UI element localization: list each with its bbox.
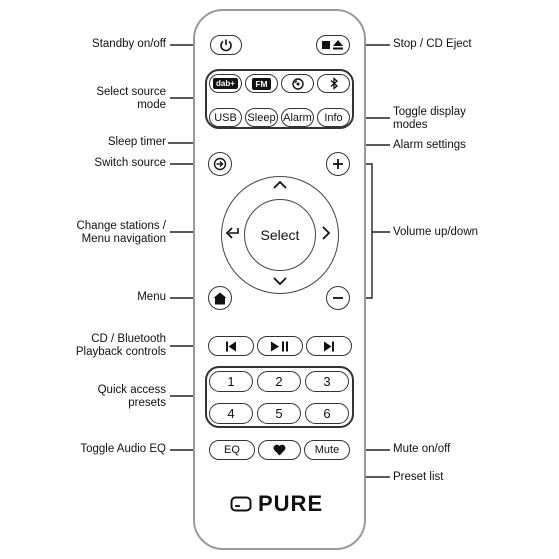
- eq-label: EQ: [224, 444, 240, 456]
- right-arrow-button[interactable]: [318, 224, 334, 242]
- chevron-down-icon: [273, 277, 287, 285]
- label-switch-source: Switch source: [94, 157, 166, 169]
- select-label: Select: [260, 227, 300, 243]
- sleep-label: Sleep: [247, 111, 276, 124]
- play-pause-icon: [271, 341, 288, 351]
- info-button[interactable]: Info: [317, 108, 350, 127]
- back-arrow-button[interactable]: [224, 224, 242, 242]
- cd-button[interactable]: [281, 74, 314, 93]
- back-icon: [226, 227, 239, 239]
- preset-6-button[interactable]: 6: [305, 403, 349, 424]
- skip-back-icon: [226, 341, 236, 351]
- preset-2-button[interactable]: 2: [257, 371, 301, 392]
- sleep-button[interactable]: Sleep: [245, 108, 278, 127]
- label-change-stations: Change stations /Menu navigation: [76, 220, 166, 245]
- cd-icon: [291, 77, 304, 90]
- volume-up-button[interactable]: [326, 152, 350, 176]
- preset-label: 5: [275, 406, 283, 421]
- preset-label: 6: [323, 406, 331, 421]
- previous-track-button[interactable]: [208, 336, 254, 356]
- chevron-right-icon: [322, 226, 330, 240]
- power-icon: [220, 39, 232, 52]
- select-button[interactable]: Select: [244, 199, 316, 271]
- preset-1-button[interactable]: 1: [209, 371, 253, 392]
- preset-label: 2: [275, 374, 283, 389]
- label-volume: Volume up/down: [393, 226, 479, 238]
- pure-logo-icon: [230, 496, 252, 512]
- preset-label: 1: [227, 374, 235, 389]
- label-toggle-eq: Toggle Audio EQ: [80, 443, 166, 455]
- switch-source-icon: [213, 157, 227, 171]
- down-arrow-button[interactable]: [269, 274, 291, 288]
- switch-source-button[interactable]: [208, 152, 232, 176]
- preset-label: 4: [227, 406, 235, 421]
- heart-icon: [273, 444, 286, 456]
- usb-button[interactable]: USB: [209, 108, 242, 127]
- preset-4-button[interactable]: 4: [209, 403, 253, 424]
- usb-label: USB: [214, 111, 237, 124]
- alarm-label: Alarm: [283, 111, 312, 124]
- volume-down-button[interactable]: [326, 286, 350, 310]
- stop-eject-button[interactable]: [316, 35, 350, 55]
- label-mute: Mute on/off: [393, 443, 451, 455]
- mute-label: Mute: [314, 444, 340, 456]
- fm-logo: FM: [252, 77, 271, 90]
- preset-list-button[interactable]: [258, 440, 301, 460]
- home-icon: [213, 292, 227, 304]
- fm-button[interactable]: FM: [245, 74, 278, 93]
- dab-button[interactable]: dab+: [209, 74, 242, 93]
- plus-icon: [333, 159, 343, 169]
- bluetooth-button[interactable]: [317, 74, 350, 93]
- standby-button[interactable]: [210, 35, 242, 55]
- play-pause-button[interactable]: [257, 336, 303, 356]
- chevron-up-icon: [273, 181, 287, 189]
- up-arrow-button[interactable]: [269, 178, 291, 192]
- presets-button-group: [205, 366, 354, 428]
- next-track-button[interactable]: [306, 336, 352, 356]
- info-label: Info: [324, 111, 343, 124]
- menu-button[interactable]: [208, 286, 232, 310]
- preset-label: 3: [323, 374, 331, 389]
- pure-logo: PURE: [230, 491, 323, 517]
- mute-button[interactable]: Mute: [304, 440, 350, 460]
- label-menu: Menu: [137, 291, 166, 303]
- label-preset-list: Preset list: [393, 471, 444, 483]
- label-alarm-settings: Alarm settings: [393, 139, 466, 151]
- stop-eject-icon: [322, 40, 343, 50]
- brand-name: PURE: [258, 491, 324, 516]
- preset-5-button[interactable]: 5: [257, 403, 301, 424]
- minus-icon: [333, 297, 343, 299]
- label-sleep-timer: Sleep timer: [107, 136, 166, 148]
- skip-forward-icon: [324, 341, 334, 351]
- preset-3-button[interactable]: 3: [305, 371, 349, 392]
- label-standby: Standby on/off: [92, 38, 166, 50]
- dab-logo: dab+: [213, 78, 238, 89]
- eq-button[interactable]: EQ: [209, 440, 255, 460]
- source-button-group: [205, 69, 354, 129]
- alarm-button[interactable]: Alarm: [281, 108, 314, 127]
- label-stop-eject: Stop / CD Eject: [393, 38, 472, 50]
- bluetooth-icon: [330, 77, 338, 90]
- navigation-ring[interactable]: [221, 176, 339, 294]
